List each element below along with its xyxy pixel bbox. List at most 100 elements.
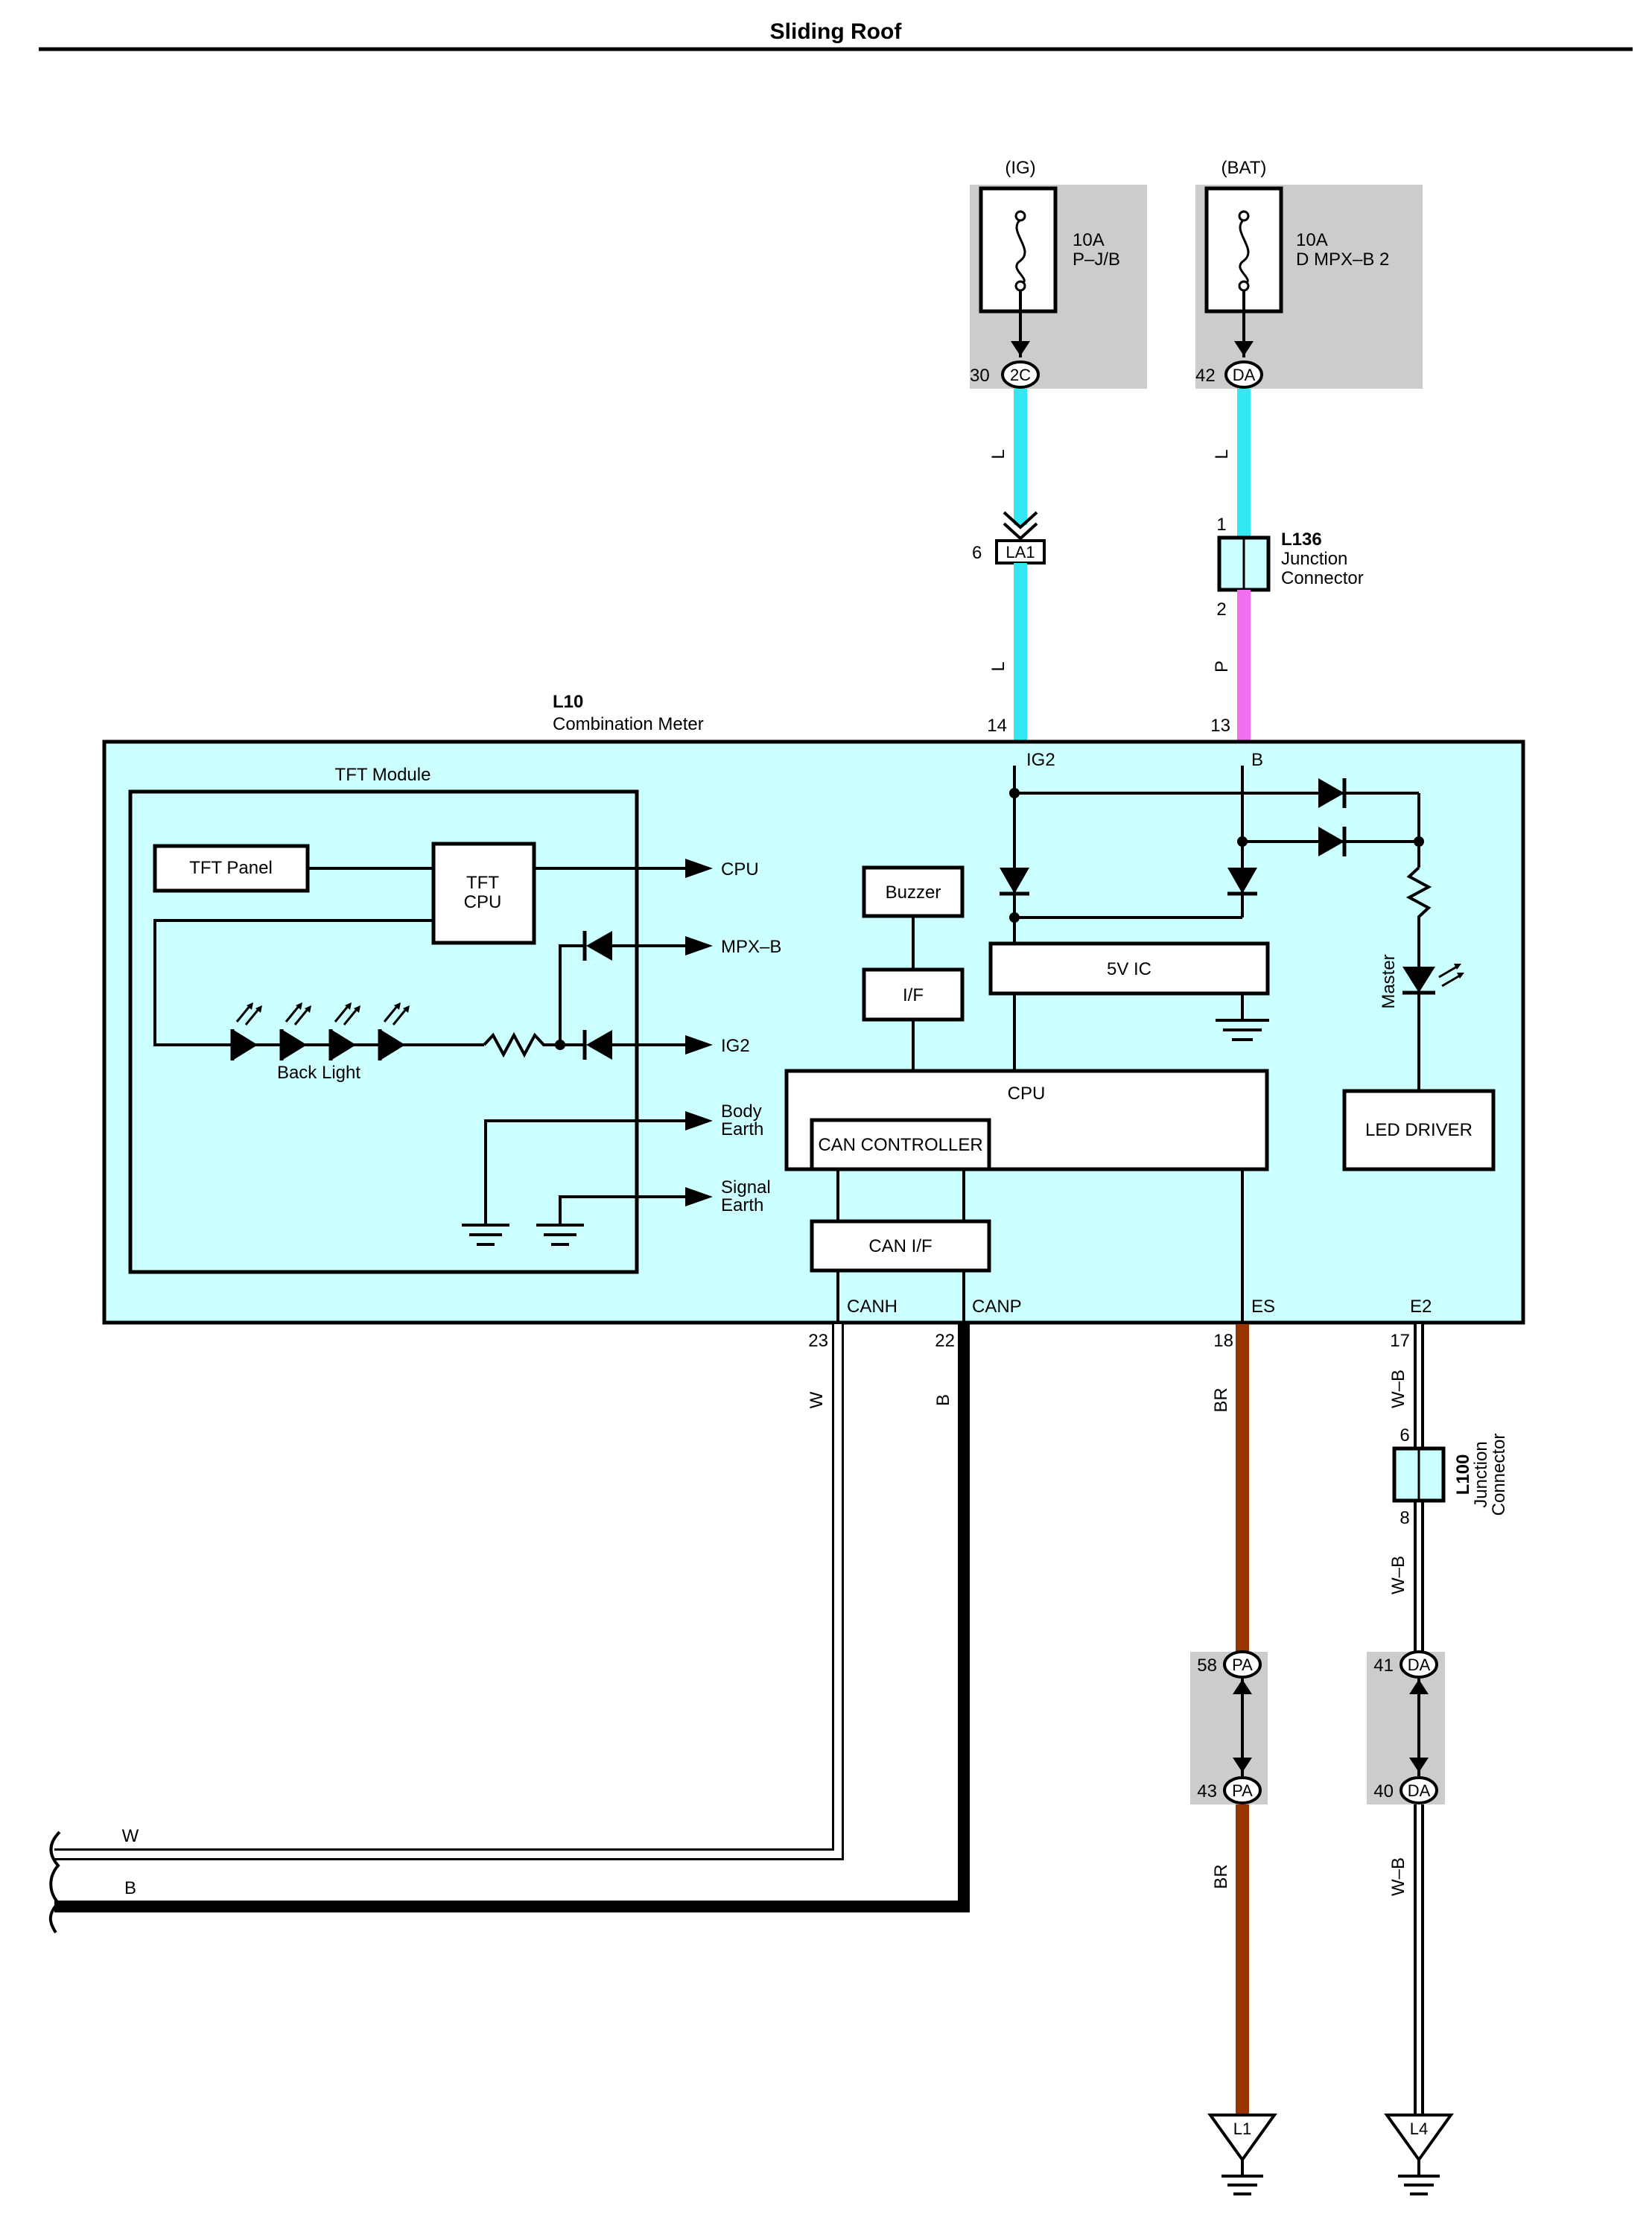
- e2-wire-bottom-color: W–B: [1388, 1857, 1408, 1896]
- canh-wire-color: W: [807, 1391, 827, 1408]
- back-light-led-icon: [328, 1002, 360, 1060]
- l100-line2: Connector: [1489, 1434, 1509, 1516]
- l100-line1: Junction: [1471, 1441, 1491, 1507]
- canh-wire: [54, 1324, 844, 1860]
- l136-pin-top: 1: [1216, 515, 1226, 535]
- canp-wire-color: B: [933, 1394, 953, 1406]
- ground-l1-label: L1: [1233, 2119, 1251, 2138]
- meter-label-ig2: IG2: [1026, 750, 1055, 770]
- ig-source-label: (IG): [1005, 158, 1035, 178]
- ig2-arrow-icon: [685, 1035, 713, 1055]
- body-earth-label-2: Earth: [721, 1119, 763, 1139]
- mpxb-arrow-icon: [685, 936, 713, 955]
- ig-connector-pin: 30: [970, 366, 990, 386]
- tft-panel-label: TFT Panel: [189, 858, 273, 878]
- l136-pin-bottom: 2: [1216, 600, 1226, 620]
- bat-fuse-icon: [1239, 218, 1250, 286]
- bat-wire-top-color: L: [1212, 449, 1232, 459]
- ground-l4-triangle-icon: [1384, 2114, 1454, 2163]
- tft-cpu-box: [431, 842, 536, 945]
- cpu-label: CPU: [1008, 1084, 1046, 1104]
- es-wire-top-color: BR: [1211, 1387, 1231, 1412]
- l100-pin-bottom: 8: [1400, 1508, 1409, 1528]
- da-down-arrow-icon: [1409, 1758, 1429, 1772]
- es-wire-bottom-color: BR: [1211, 1864, 1231, 1889]
- pa-connector-bottom-label: PA: [1232, 1781, 1253, 1800]
- buzzer-box: [862, 865, 965, 918]
- can-controller-box: [810, 1118, 991, 1171]
- back-light-label: Back Light: [277, 1063, 360, 1083]
- ig-arrow-icon: [1011, 341, 1030, 356]
- meter-label-canp: CANP: [972, 1297, 1022, 1317]
- can-if-box: [810, 1219, 991, 1273]
- e2-wire-mid-color: W–B: [1388, 1556, 1408, 1594]
- backlight-resistor-icon: [483, 1031, 560, 1058]
- signal-ig2-label: IG2: [721, 1036, 750, 1056]
- l136-line1: Junction: [1281, 549, 1347, 569]
- meter-label-e2: E2: [1410, 1297, 1432, 1317]
- ig-fuse-block: (IG) 10A P–J/B 2C 30: [970, 158, 1147, 389]
- ground-l4-label: L4: [1410, 2119, 1428, 2138]
- signal-earth-label-1: Signal: [721, 1177, 771, 1198]
- ig-fuse-name: P–J/B: [1073, 249, 1120, 270]
- da-connector-top-label: DA: [1408, 1656, 1431, 1674]
- b-internal-diode-icon: [1227, 868, 1257, 894]
- bat-connector-da: [1224, 360, 1263, 389]
- master-led-icon: [1402, 967, 1435, 993]
- ig2-diode-icon: [586, 1030, 612, 1060]
- tft-module-label: TFT Module: [335, 765, 431, 785]
- 5v-ic-label: 5V IC: [1107, 959, 1151, 979]
- ground-l1-triangle-icon: [1207, 2114, 1277, 2163]
- bat-fuse-block: (BAT) 10A D MPX–B 2 DA 42: [1195, 158, 1423, 389]
- l136-id: L136: [1281, 529, 1322, 550]
- canp-wire: [54, 1324, 970, 1912]
- da-up-arrow-icon: [1409, 1679, 1429, 1694]
- cpu-signal-arrow-icon: [685, 859, 713, 878]
- da-connector-background: [1367, 1652, 1445, 1804]
- ig-fuse-amp: 10A: [1073, 230, 1105, 250]
- l100-id: L100: [1453, 1454, 1473, 1495]
- signal-mpxb-label: MPX–B: [721, 937, 781, 957]
- body-earth-label-1: Body: [721, 1101, 762, 1122]
- tft-cpu-label-1: TFT: [466, 873, 499, 893]
- meter-id: L10: [553, 692, 583, 712]
- meter-name: Combination Meter: [553, 714, 704, 734]
- led-diode-upper-icon: [1318, 778, 1344, 808]
- back-light-leds: [230, 1002, 410, 1060]
- signal-earth-label-2: Earth: [721, 1195, 763, 1215]
- bat-fuse-amp: 10A: [1296, 230, 1328, 250]
- da-connector-bottom: [1400, 1776, 1438, 1804]
- 5v-ic-box: [988, 941, 1270, 996]
- meter-label-b: B: [1251, 750, 1263, 770]
- meter-pin-e2: 17: [1390, 1331, 1410, 1351]
- if-box: [862, 967, 965, 1022]
- e2-wire-top-color: W–B: [1388, 1370, 1408, 1408]
- pa-connector-top-label: PA: [1232, 1656, 1253, 1674]
- meter-pin-b: 13: [1210, 716, 1230, 736]
- bat-source-label: (BAT): [1221, 158, 1267, 178]
- ground-point-l1: L1: [1207, 2114, 1277, 2195]
- meter-label-es: ES: [1251, 1297, 1275, 1317]
- can-controller-label: CAN CONTROLLER: [818, 1135, 982, 1155]
- buzzer-label: Buzzer: [886, 882, 941, 903]
- meter-label-canh: CANH: [847, 1297, 898, 1317]
- bat-connector-label: DA: [1233, 366, 1256, 384]
- pa-up-arrow-icon: [1233, 1679, 1252, 1694]
- pa-connector-background: [1190, 1652, 1268, 1804]
- if-label: I/F: [903, 985, 924, 1005]
- body-earth-arrow-icon: [685, 1111, 713, 1130]
- ig-fuse-icon: [1015, 218, 1026, 286]
- tft-cpu-label-2: CPU: [464, 892, 502, 912]
- ig2-internal-diode-icon: [1000, 868, 1029, 894]
- da-connector-bottom-label: DA: [1408, 1781, 1431, 1800]
- tft-panel-box: [153, 844, 310, 893]
- left-wire-b-label: B: [124, 1878, 136, 1898]
- signal-cpu-label: CPU: [721, 859, 759, 880]
- meter-pin-es: 18: [1213, 1331, 1233, 1351]
- meter-pin-canh: 23: [808, 1331, 828, 1351]
- l100-pin-top: 6: [1400, 1425, 1409, 1446]
- led-driver-box: [1342, 1089, 1496, 1171]
- meter-pin-canp: 22: [935, 1331, 955, 1351]
- ig-wire-bottom-color: L: [988, 661, 1008, 671]
